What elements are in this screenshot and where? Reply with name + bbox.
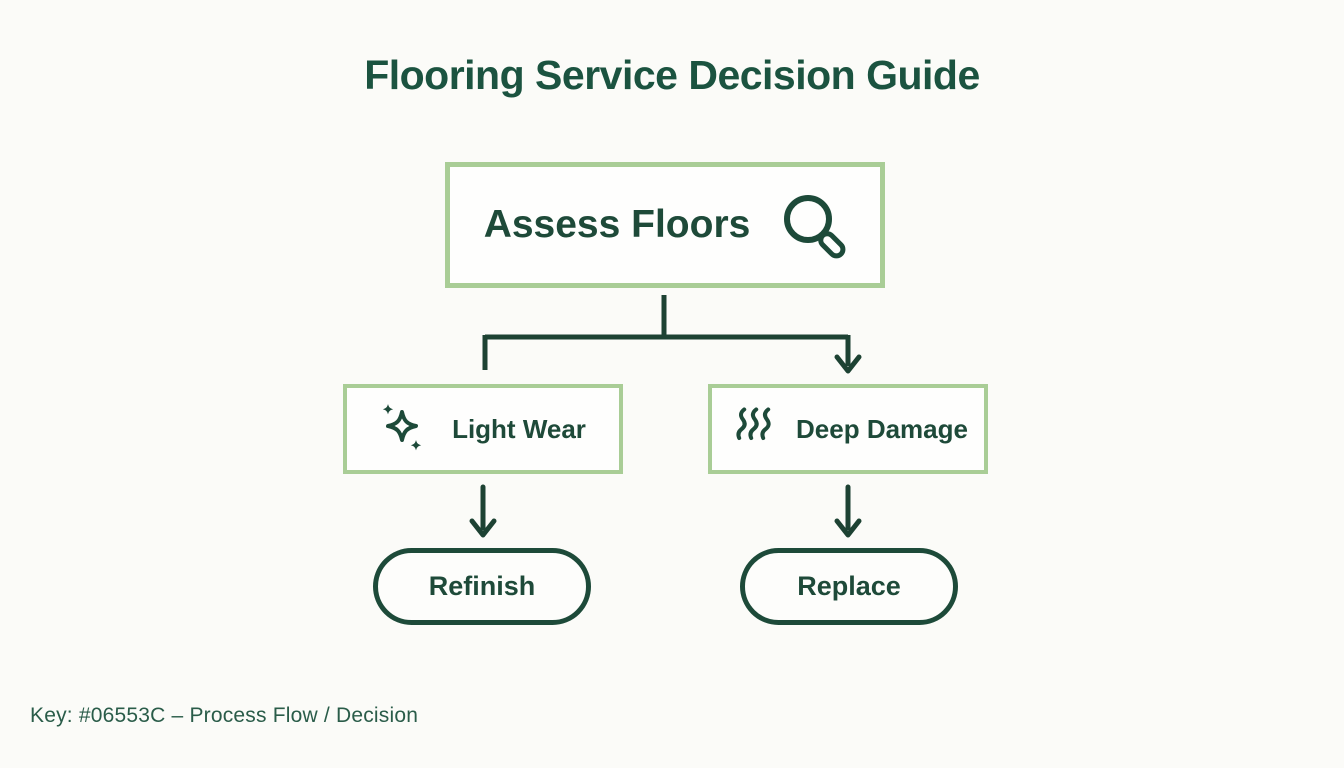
magnifier-icon <box>776 189 846 261</box>
arrowhead-right-branch <box>834 354 862 374</box>
scratches-icon <box>728 403 776 455</box>
node-refinish: Refinish <box>373 548 591 625</box>
key-caption: Key: #06553C – Process Flow / Decision <box>30 704 419 727</box>
node-assess-floors: Assess Floors <box>445 162 885 288</box>
node-refinish-label: Refinish <box>428 571 536 601</box>
node-light-wear: Light Wear <box>343 384 623 474</box>
node-replace: Replace <box>740 548 958 625</box>
arrowhead-replace <box>834 518 862 538</box>
page-title: Flooring Service Decision Guide <box>364 52 980 98</box>
node-replace-label: Replace <box>797 571 901 601</box>
node-assess-floors-label: Assess Floors <box>483 203 751 246</box>
node-light-wear-label: Light Wear <box>452 413 586 444</box>
node-deep-damage-label: Deep Damage <box>796 413 968 444</box>
sparkles-icon <box>380 402 432 456</box>
node-deep-damage: Deep Damage <box>708 384 988 474</box>
arrowhead-refinish <box>469 518 497 538</box>
